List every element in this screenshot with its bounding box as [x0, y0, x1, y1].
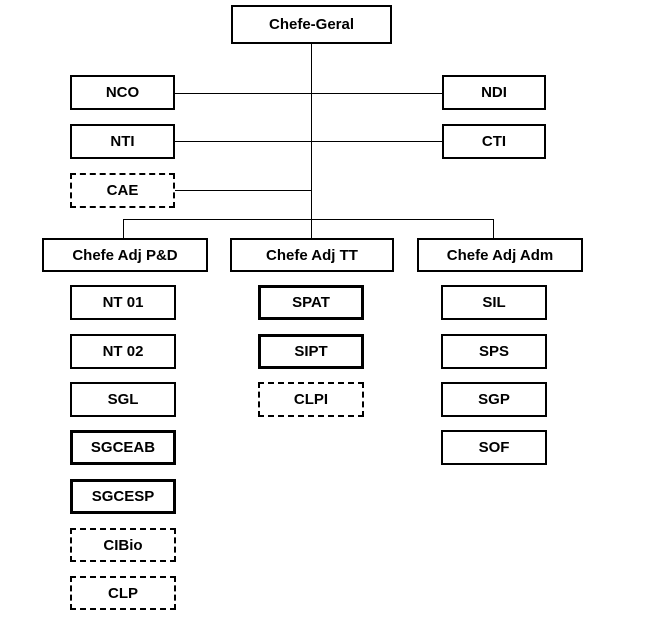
sgl-box: SGL — [70, 382, 176, 417]
chefe-adj-tt-box: Chefe Adj TT — [230, 238, 394, 272]
sgcesp-box: SGCESP — [70, 479, 176, 514]
chefe-adj-pd-box: Chefe Adj P&D — [42, 238, 208, 272]
connector-nco-ndi — [175, 93, 442, 94]
connector-deputies — [123, 219, 494, 220]
sipt-box: SIPT — [258, 334, 364, 369]
nco-box: NCO — [70, 75, 175, 110]
chefe-adj-adm-box: Chefe Adj Adm — [417, 238, 583, 272]
sil-box: SIL — [441, 285, 547, 320]
chefe-geral-box: Chefe-Geral — [231, 5, 392, 44]
clp-box: CLP — [70, 576, 176, 610]
nti-box: NTI — [70, 124, 175, 159]
spat-box: SPAT — [258, 285, 364, 320]
clpi-box: CLPI — [258, 382, 364, 417]
connector-cae — [175, 190, 311, 191]
connector-deputy-pd — [123, 219, 124, 238]
sgp-box: SGP — [441, 382, 547, 417]
cti-box: CTI — [442, 124, 546, 159]
ndi-box: NDI — [442, 75, 546, 110]
cibio-box: CIBio — [70, 528, 176, 562]
connector-nti-cti — [175, 141, 442, 142]
nt01-box: NT 01 — [70, 285, 176, 320]
sof-box: SOF — [441, 430, 547, 465]
sps-box: SPS — [441, 334, 547, 369]
nt02-box: NT 02 — [70, 334, 176, 369]
cae-box: CAE — [70, 173, 175, 208]
sgceab-box: SGCEAB — [70, 430, 176, 465]
connector-deputy-adm — [493, 219, 494, 238]
